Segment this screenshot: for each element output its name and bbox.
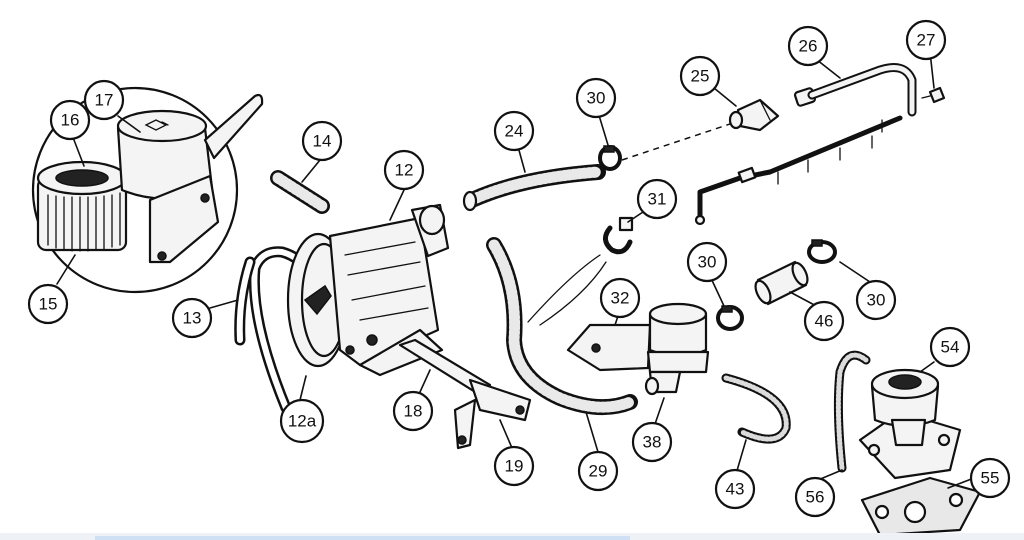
callout-43-label: 43 bbox=[726, 480, 745, 499]
fuel-rail-part bbox=[694, 63, 917, 226]
callout-25-label: 25 bbox=[691, 67, 710, 86]
callout-54-label: 54 bbox=[941, 338, 960, 357]
callout-56-label: 56 bbox=[806, 488, 825, 507]
callout-30-right-label: 30 bbox=[867, 291, 886, 310]
callout-12: 12 bbox=[383, 149, 425, 191]
callout-30-left: 30 bbox=[686, 241, 728, 283]
long-hose-part bbox=[486, 237, 638, 416]
u-shaped-hose-part bbox=[721, 373, 791, 444]
upper-hose-part bbox=[462, 164, 606, 212]
callout-46-label: 46 bbox=[815, 312, 834, 331]
hose-clip-mid-part bbox=[603, 216, 634, 255]
leader-lines bbox=[527, 254, 607, 326]
valve-bracket-part bbox=[566, 323, 652, 372]
callout-14-label: 14 bbox=[313, 132, 332, 151]
callout-38: 38 bbox=[631, 421, 673, 463]
pump-bracket-part bbox=[398, 338, 532, 450]
callout-32-label: 32 bbox=[611, 289, 630, 308]
callout-43: 43 bbox=[714, 468, 756, 510]
callout-17: 17 bbox=[83, 79, 125, 121]
assembly-line bbox=[621, 121, 737, 161]
callout-55: 55 bbox=[969, 457, 1011, 499]
callout-30-upper: 30 bbox=[575, 77, 617, 119]
callout-31-label: 31 bbox=[648, 190, 667, 209]
callout-13-label: 13 bbox=[183, 309, 202, 328]
callout-24: 24 bbox=[493, 110, 535, 152]
pump-assembly-part bbox=[286, 203, 450, 377]
callout-30-right: 30 bbox=[855, 279, 897, 321]
callout-32: 32 bbox=[599, 277, 641, 319]
check-valve-part bbox=[728, 98, 780, 132]
callout-16-label: 16 bbox=[61, 111, 80, 130]
callout-26: 26 bbox=[787, 25, 829, 67]
vacuum-hose-part bbox=[833, 350, 871, 473]
callout-26-label: 26 bbox=[799, 37, 818, 56]
callout-27-label: 27 bbox=[917, 31, 936, 50]
callout-55-label: 55 bbox=[981, 469, 1000, 488]
callout-46: 46 bbox=[803, 300, 845, 342]
callout-29: 29 bbox=[577, 450, 619, 492]
callout-29-label: 29 bbox=[589, 462, 608, 481]
filter-housing-part bbox=[116, 93, 264, 264]
callout-38-label: 38 bbox=[643, 433, 662, 452]
callout-15-label: 15 bbox=[39, 295, 58, 314]
callout-31: 31 bbox=[636, 178, 678, 220]
callout-19: 19 bbox=[493, 445, 535, 487]
callout-19-label: 19 bbox=[505, 457, 524, 476]
callout-27: 27 bbox=[905, 19, 947, 61]
callout-13: 13 bbox=[171, 297, 213, 339]
callout-12a-label: 12a bbox=[288, 412, 317, 431]
hose-clip-upper-part bbox=[598, 145, 622, 171]
callout-14: 14 bbox=[301, 120, 343, 162]
filter-element-part bbox=[36, 160, 128, 252]
filter-detail-inset bbox=[31, 86, 264, 294]
hose-connector-part bbox=[754, 260, 809, 306]
callout-12a: 12a bbox=[279, 398, 325, 444]
valve-canister-part bbox=[644, 302, 710, 396]
callout-12-label: 12 bbox=[395, 161, 414, 180]
small-hose-part bbox=[270, 170, 330, 214]
callout-56: 56 bbox=[794, 476, 836, 518]
callout-25: 25 bbox=[679, 55, 721, 97]
callout-30-left-label: 30 bbox=[698, 253, 717, 272]
callout-30-upper-label: 30 bbox=[587, 89, 606, 108]
callout-18-label: 18 bbox=[404, 402, 423, 421]
callout-leaders bbox=[56, 51, 975, 489]
callout-18: 18 bbox=[392, 390, 434, 432]
rail-bolt-part bbox=[921, 86, 946, 104]
callout-16: 16 bbox=[49, 99, 91, 141]
callout-15: 15 bbox=[27, 283, 69, 325]
callout-24-label: 24 bbox=[505, 122, 524, 141]
hose-clip-left-part bbox=[716, 305, 744, 331]
egr-valve-part bbox=[858, 368, 962, 480]
bottom-scroll-strip bbox=[0, 533, 1024, 540]
scroll-bar-highlight bbox=[95, 536, 630, 540]
gasket-part bbox=[860, 476, 982, 537]
callout-17-label: 17 bbox=[95, 91, 114, 110]
callout-54: 54 bbox=[929, 326, 971, 368]
hose-clip-right-part bbox=[807, 239, 837, 264]
